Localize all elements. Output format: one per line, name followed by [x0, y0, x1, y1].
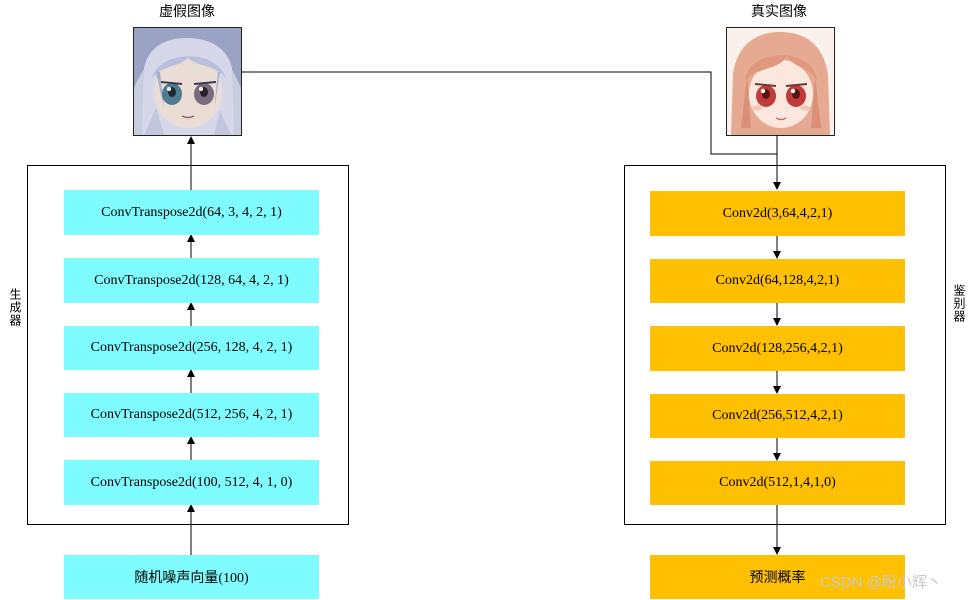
discriminator-layer-4: Conv2d(256,512,4,2,1) [650, 394, 905, 438]
watermark: CSDN @盼小辉丶 [820, 571, 942, 592]
generator-layer-2: ConvTranspose2d(128, 64, 4, 2, 1) [64, 258, 319, 303]
discriminator-layer-2: Conv2d(64,128,4,2,1) [650, 259, 905, 303]
discriminator-layer-1: Conv2d(3,64,4,2,1) [650, 191, 905, 236]
generator-layer-5: ConvTranspose2d(100, 512, 4, 1, 0) [64, 460, 319, 505]
generator-layer-4: ConvTranspose2d(512, 256, 4, 2, 1) [64, 393, 319, 437]
noise-input-box: 随机噪声向量(100) [64, 555, 319, 599]
generator-layer-3: ConvTranspose2d(256, 128, 4, 2, 1) [64, 326, 319, 370]
generator-layer-1: ConvTranspose2d(64, 3, 4, 2, 1) [64, 190, 319, 235]
discriminator-layer-3: Conv2d(128,256,4,2,1) [650, 326, 905, 371]
discriminator-layer-5: Conv2d(512,1,4,1,0) [650, 461, 905, 505]
